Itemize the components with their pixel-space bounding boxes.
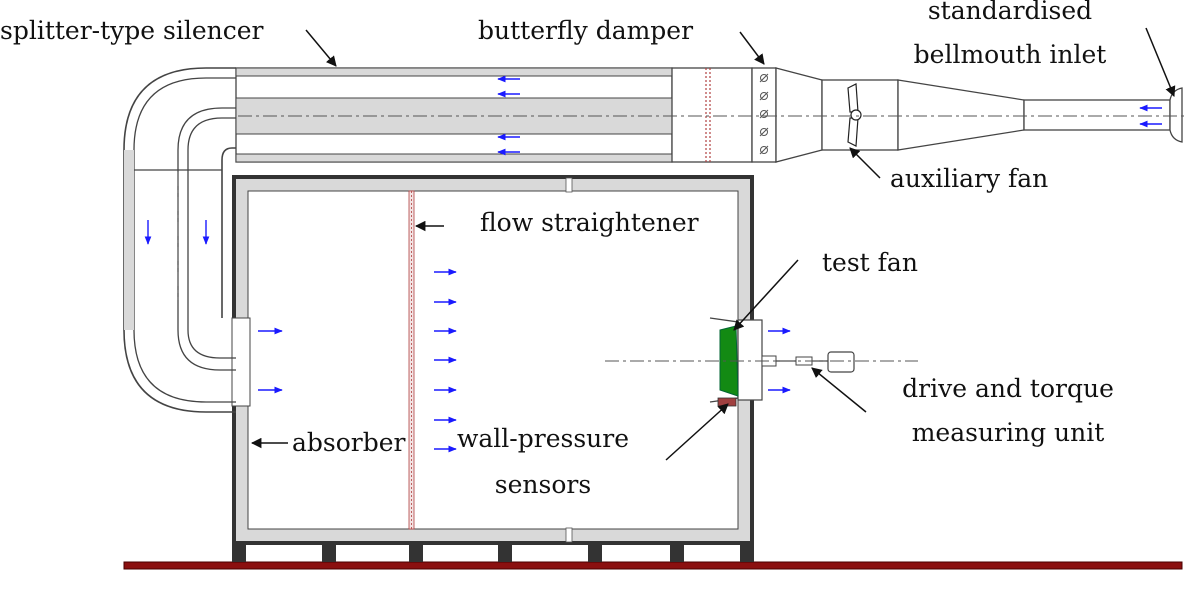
- butterfly-damper: [751, 67, 777, 163]
- label-sensors-line2: sensors: [494, 470, 592, 499]
- test-fan-assembly: [709, 317, 855, 407]
- chamber: [232, 175, 754, 545]
- label-absorber: absorber: [292, 428, 406, 457]
- label-drive-line1: drive and torque: [902, 374, 1114, 403]
- upper-duct: [671, 67, 753, 163]
- splitter-silencer: [235, 67, 673, 163]
- inlet-ducting: [775, 67, 1183, 163]
- label-drive-line2: measuring unit: [911, 418, 1105, 447]
- leader-arrows: [250, 27, 1176, 461]
- auxiliary-fan: [847, 83, 862, 147]
- chamber-feet: [232, 545, 754, 562]
- label-bellmouth-line1: standardised: [927, 0, 1093, 25]
- return-duct-wall-fill: [124, 150, 134, 330]
- label-flow-straightener: flow straightener: [480, 208, 699, 237]
- absorber-opening: [231, 317, 251, 407]
- label-auxiliary-fan: auxiliary fan: [890, 164, 1049, 193]
- label-sensors-line1: wall-pressure: [457, 424, 629, 453]
- label-bellmouth-line2: bellmouth inlet: [913, 40, 1107, 69]
- flow-arrows: [144, 75, 1162, 453]
- label-test-fan: test fan: [822, 248, 918, 277]
- chamber-flow-straightener: [408, 190, 415, 530]
- floor-rail: [123, 561, 1183, 570]
- label-butterfly-damper: butterfly damper: [478, 16, 694, 45]
- label-splitter-silencer: splitter-type silencer: [0, 16, 264, 45]
- return-duct: [123, 67, 236, 413]
